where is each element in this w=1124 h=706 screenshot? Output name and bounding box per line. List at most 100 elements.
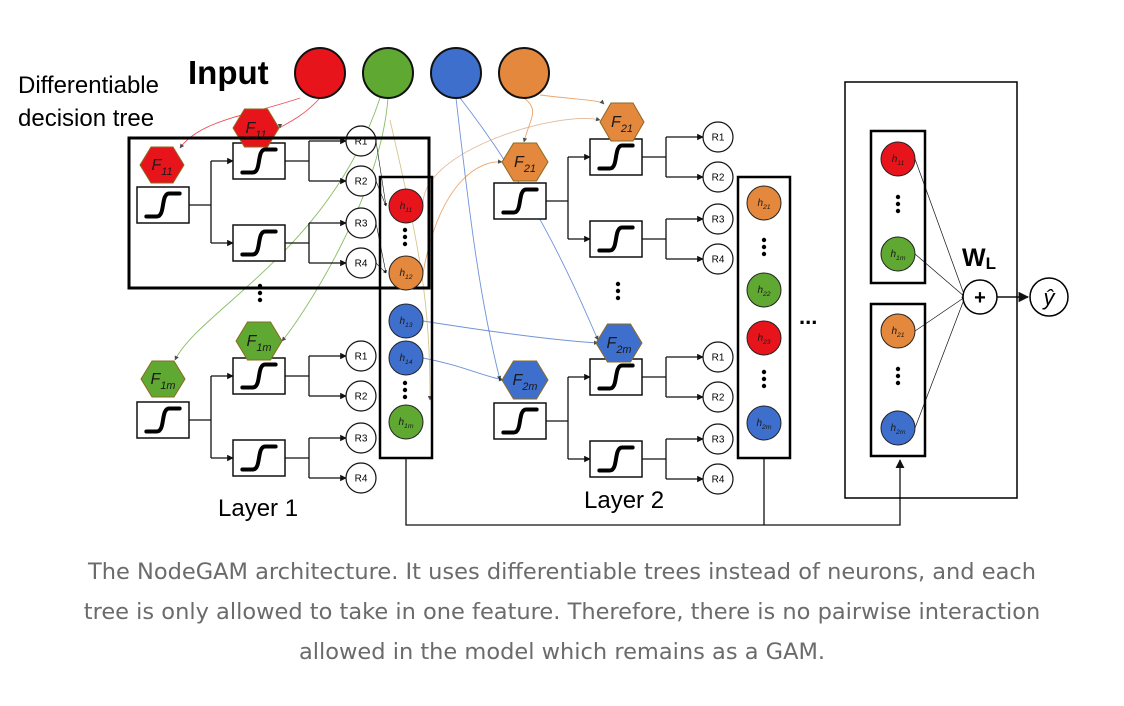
route-red-f11b	[179, 97, 301, 149]
layer2-tree-bottom-leaf-r3	[702, 423, 734, 455]
route-orange-f21	[522, 97, 534, 143]
layer2-tree-top-leaf-r3	[702, 203, 734, 235]
layer1-output-1m	[388, 404, 424, 440]
wire	[914, 253, 966, 298]
final-top-ellipsis-dot	[895, 201, 901, 207]
layer2-label: Layer 2	[584, 487, 664, 514]
layer2-tree-bottom-leaf-r4-label: R4	[712, 475, 725, 486]
layer1-tree-top-child-sigmoid-a-curve	[240, 147, 278, 175]
final-bottom-2m	[880, 410, 916, 446]
layer2-hex-f21	[501, 142, 549, 182]
layer2-output-ellipsis-b-dot	[761, 376, 767, 382]
layer1-tree-bottom-leaf-r3	[345, 422, 377, 454]
nodegam-architecture-diagram: R1R2R3R4R1R2R3R4F11F11F1mF1mh11h12h13h14…	[18, 47, 1069, 526]
final-bottom-ellipsis-dot	[895, 373, 901, 379]
layer1-tree-top-root-sigmoid-curve	[144, 191, 182, 219]
layer2-hex-f21-top-label: F21	[611, 114, 633, 135]
wire	[914, 158, 966, 298]
layer1-tree-bottom-root-sigmoid-curve	[144, 406, 182, 434]
caption-line-1: The NodeGAM architecture. It uses differ…	[87, 559, 1036, 585]
final-bottom-box	[869, 302, 927, 458]
layer2-tree-bottom-child-sigmoid-b-curve	[597, 445, 635, 473]
route-orange-f21-top	[539, 94, 605, 105]
layer1-tree-bottom-leaf-r3-label: R3	[355, 434, 368, 445]
layer2-tree-bottom-leaf-r4	[702, 463, 734, 495]
layer2-hex-f21-label: F21	[514, 154, 536, 175]
layer1-hex-f1m-top	[235, 321, 283, 361]
figure-caption: The NodeGAM architecture. It uses differ…	[0, 552, 1124, 672]
layer1-tree-top-leaf-r4	[345, 247, 377, 279]
route-h14-f2m	[422, 357, 504, 382]
layer2-tree-bottom-leaf-r1	[702, 341, 734, 373]
layer1-tree-bottom-leaf-r4-label: R4	[355, 474, 368, 485]
layer2-tree-top-root-sigmoid-curve	[501, 187, 539, 215]
y-hat-output: ŷ	[1042, 285, 1057, 310]
layer2-output-ellipsis-a-dot	[761, 244, 767, 250]
layer2-tree-top-child-sigmoid-b-curve	[597, 225, 635, 253]
layer2-tree-bottom-leaf-r2-label: R2	[712, 393, 725, 404]
caption-line-3: allowed in the model which remains as a …	[298, 639, 826, 665]
layer1-tree-bottom-leaf-r1-label: R1	[355, 352, 368, 363]
layer2-output-ellipsis-a-dot	[761, 251, 767, 257]
layer1-output-ellipsis-a-dot	[402, 241, 408, 247]
wire	[375, 140, 388, 207]
layer1-tree-top-leaf-r3-label: R3	[355, 219, 368, 230]
route-blue-f2m	[455, 97, 502, 381]
layer1-hex-f11-top-label: F11	[245, 120, 266, 141]
layer1-output-13-label: h13	[399, 316, 412, 329]
layer2-tree-top-leaf-r1-label: R1	[712, 133, 725, 144]
layer1-output-12-label: h12	[399, 268, 412, 281]
layer1-output-1m-label: h1m	[398, 417, 413, 430]
sum-node	[962, 279, 998, 315]
final-bottom-21-label: h21	[891, 326, 904, 339]
layer2-output-ellipsis-a-dot	[761, 237, 767, 243]
final-top-11	[880, 141, 916, 177]
layer1-tree-top-leaf-r2	[345, 165, 377, 197]
layer1-output-ellipsis-b-dot	[402, 394, 408, 400]
layer2-output-22	[746, 272, 782, 308]
route-h12-f21	[422, 159, 503, 274]
layer2-output-23-label: h23	[757, 333, 770, 346]
layer1-output-ellipsis-b-dot	[402, 380, 408, 386]
layer1-tree-bottom-leaf-r1	[345, 340, 377, 372]
layer1-output-13	[388, 303, 424, 339]
route-h13-f2m	[422, 320, 599, 345]
layer2-output-22-label: h22	[757, 285, 770, 298]
layer2-hex-f2m-label: F2m	[513, 372, 538, 393]
layer2-tree-ellipsis-dot	[615, 295, 621, 301]
layer1-output-12	[388, 255, 424, 291]
layer2-tree-bottom-leaf-r1-label: R1	[712, 353, 725, 364]
output-node	[1029, 277, 1069, 317]
layer2-hex-f21-top	[599, 102, 645, 142]
layer2-tree-top-leaf-r4-label: R4	[712, 255, 725, 266]
layer2-output-box	[736, 175, 792, 460]
layer1-output-ellipsis-b-dot	[402, 387, 408, 393]
layer2-tree-bottom-child-sigmoid-a-curve	[597, 363, 635, 391]
final-bottom-21	[880, 313, 916, 349]
layer2-output-21-label: h21	[757, 198, 770, 211]
tree-label-line2: decision tree	[18, 105, 154, 132]
layer1-hex-f1m-top-label: F1m	[247, 333, 272, 354]
layer2-tree-top-leaf-r4	[702, 243, 734, 275]
final-top-1m-label: h1m	[890, 249, 905, 262]
input-feature-orange	[498, 47, 550, 99]
layer2-tree-bottom-leaf-r3-label: R3	[712, 435, 725, 446]
layer1-tree-top-leaf-r3	[345, 207, 377, 239]
wire	[914, 296, 966, 429]
layer2-tree-top-child-sigmoid-a-curve	[597, 143, 635, 171]
layer2-tree-ellipsis-dot	[615, 288, 621, 294]
layer2-output-2m	[746, 405, 782, 441]
layer1-tree-top-child-sigmoid-b-curve	[240, 229, 278, 257]
layer2-output-2m-label: h2m	[756, 418, 771, 431]
layer1-output-14	[388, 340, 424, 376]
layer2-tree-top-leaf-r2	[702, 161, 734, 193]
layer1-tree-bottom-leaf-r4	[345, 462, 377, 494]
final-layer-box	[844, 81, 1018, 499]
layer1-tree-bottom-leaf-r2	[345, 380, 377, 412]
layer2-tree-ellipsis-dot	[615, 281, 621, 287]
sum-symbol: +	[974, 287, 986, 309]
layer1-tree-bottom-child-sigmoid-b-curve	[240, 444, 278, 472]
final-bottom-ellipsis-dot	[895, 366, 901, 372]
layer1-tree-top-leaf-r1	[345, 125, 377, 157]
tree-wires	[189, 133, 1030, 526]
